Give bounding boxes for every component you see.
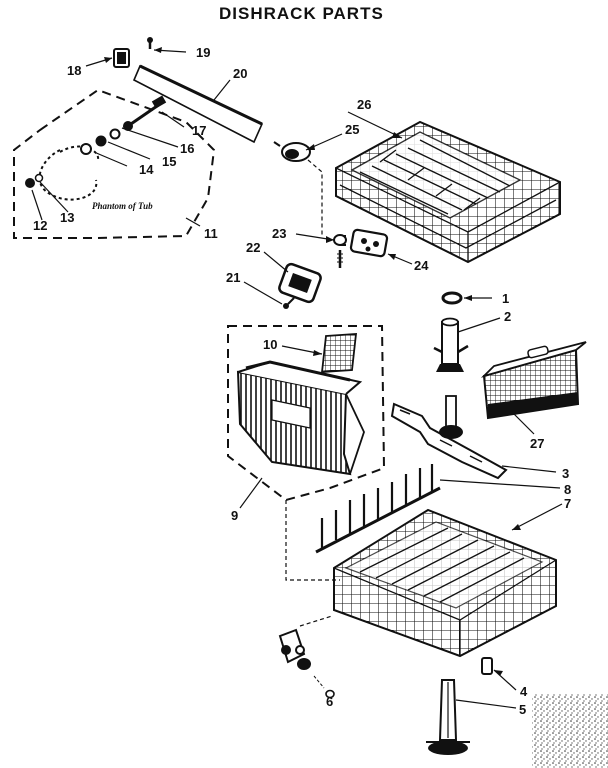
- part-label-27: 27: [530, 436, 544, 451]
- lower-spray-tube: [426, 657, 493, 755]
- part-label-2: 2: [504, 309, 511, 324]
- part-label-3: 3: [562, 466, 569, 481]
- leader-arrowheads: [104, 47, 521, 676]
- rack-roller-assembly: [278, 228, 389, 309]
- lower-roller-parts: [278, 615, 335, 699]
- side-basket: [480, 341, 587, 420]
- part-label-14: 14: [139, 162, 154, 177]
- part-label-20: 20: [233, 66, 247, 81]
- basket-lid: [320, 333, 358, 373]
- rack-roller-25: [273, 141, 323, 236]
- rack-rail: [132, 64, 264, 144]
- part-label-18: 18: [67, 63, 81, 78]
- part-label-13: 13: [60, 210, 74, 225]
- part-label-16: 16: [180, 141, 194, 156]
- silverware-basket: [236, 360, 365, 476]
- part-label-12: 12: [33, 218, 47, 233]
- part-label-15: 15: [162, 154, 176, 169]
- part-label-25: 25: [345, 122, 359, 137]
- part-label-1: 1: [502, 291, 509, 306]
- part-number-labels: 18 19 20 17 16 15 14 13 12 11 26 25 23 2…: [33, 45, 571, 717]
- end-cap-and-screw: [113, 37, 153, 68]
- rack-tines: [285, 464, 441, 581]
- part-label-11: 11: [204, 226, 218, 241]
- part-label-17: 17: [192, 123, 206, 138]
- part-label-23: 23: [272, 226, 286, 241]
- part-label-10: 10: [263, 337, 277, 352]
- part-label-5: 5: [519, 702, 526, 717]
- part-label-6: 6: [326, 694, 333, 709]
- part-label-26: 26: [357, 97, 371, 112]
- part-label-8: 8: [564, 482, 571, 497]
- part-label-7: 7: [564, 496, 571, 511]
- leader-lines: [31, 49, 563, 709]
- lower-dishrack: [333, 508, 557, 658]
- part-label-19: 19: [196, 45, 210, 60]
- part-label-22: 22: [246, 240, 260, 255]
- scan-noise-corner: [532, 694, 608, 768]
- hardware-parts: [25, 95, 167, 188]
- upper-dishrack: [335, 120, 561, 264]
- phantom-of-tub-caption: Phantom of Tub: [92, 201, 153, 211]
- diagram-title: DISHRACK PARTS: [219, 4, 384, 23]
- part-label-9: 9: [231, 508, 238, 523]
- part-label-24: 24: [414, 258, 429, 273]
- basket-group-outline: [227, 325, 386, 502]
- part-label-21: 21: [226, 270, 240, 285]
- phantom-tub-outline: Phantom of Tub: [13, 88, 216, 239]
- wash-arm-assembly: [390, 291, 508, 480]
- part-label-4: 4: [520, 684, 528, 699]
